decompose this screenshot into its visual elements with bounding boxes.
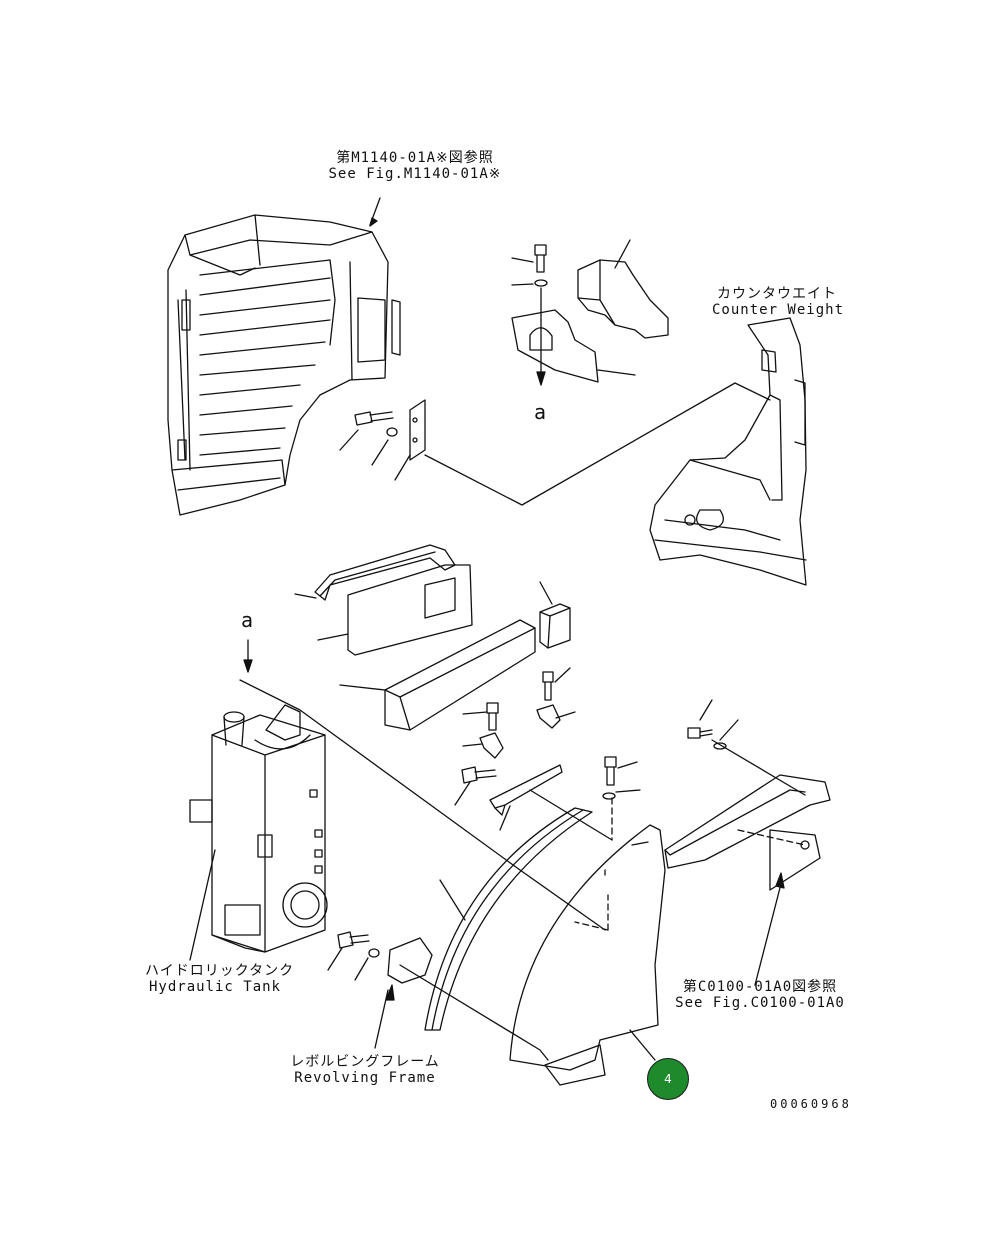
- hood-reference: 第M1140-01A※図参照 See Fig.M1140-01A※: [325, 150, 505, 182]
- counterweight-plate: [511, 309, 599, 383]
- callout-letter-upper: a: [534, 400, 547, 424]
- revolving-frame-label-jp: レボルビングフレーム: [290, 1054, 440, 1070]
- frame-bolt: [337, 931, 433, 984]
- hydraulic-tank: [189, 704, 328, 953]
- counter-weight-label: カウンタウエイト Counter Weight: [712, 286, 845, 318]
- hood-reference-jp: 第M1140-01A※図参照: [336, 150, 494, 166]
- hood-assembly: [167, 214, 426, 516]
- counter-weight-body: [649, 317, 807, 586]
- insulation-panel: [347, 564, 473, 656]
- revolving-frame-label-en: Revolving Frame: [294, 1070, 436, 1086]
- cover-beam: [384, 619, 536, 731]
- hydraulic-tank-label: ハイドロリックタンク Hydraulic Tank: [145, 963, 295, 995]
- seal-strip: [314, 544, 456, 601]
- bolt-upper: [534, 244, 547, 273]
- hood-washer: [386, 427, 398, 437]
- drawing-number: 00060968: [770, 1097, 852, 1111]
- cover-reference-jp: 第C0100-01A0図参照: [682, 979, 838, 995]
- cover-reference: 第C0100-01A0図参照 See Fig.C0100-01A0: [675, 979, 845, 1011]
- counterweight-block: [577, 259, 669, 339]
- clip-bolts: [461, 671, 617, 816]
- hydraulic-tank-label-jp: ハイドロリックタンク: [145, 963, 295, 979]
- callout-letter-lower: a: [241, 608, 254, 632]
- curved-seal-strip: [424, 807, 593, 1031]
- hood-reference-en: See Fig.M1140-01A※: [328, 166, 502, 182]
- item-number-badge[interactable]: 4: [647, 1058, 689, 1100]
- cover-reference-en: See Fig.C0100-01A0: [675, 995, 845, 1011]
- counter-weight-label-jp: カウンタウエイト: [717, 286, 837, 302]
- block-small: [539, 603, 571, 649]
- revolving-frame-label: レボルビングフレーム Revolving Frame: [290, 1054, 440, 1086]
- side-cover: [509, 824, 666, 1086]
- counter-weight-label-en: Counter Weight: [712, 302, 845, 318]
- hood-bolt: [354, 411, 394, 426]
- hydraulic-tank-label-en: Hydraulic Tank: [148, 979, 281, 995]
